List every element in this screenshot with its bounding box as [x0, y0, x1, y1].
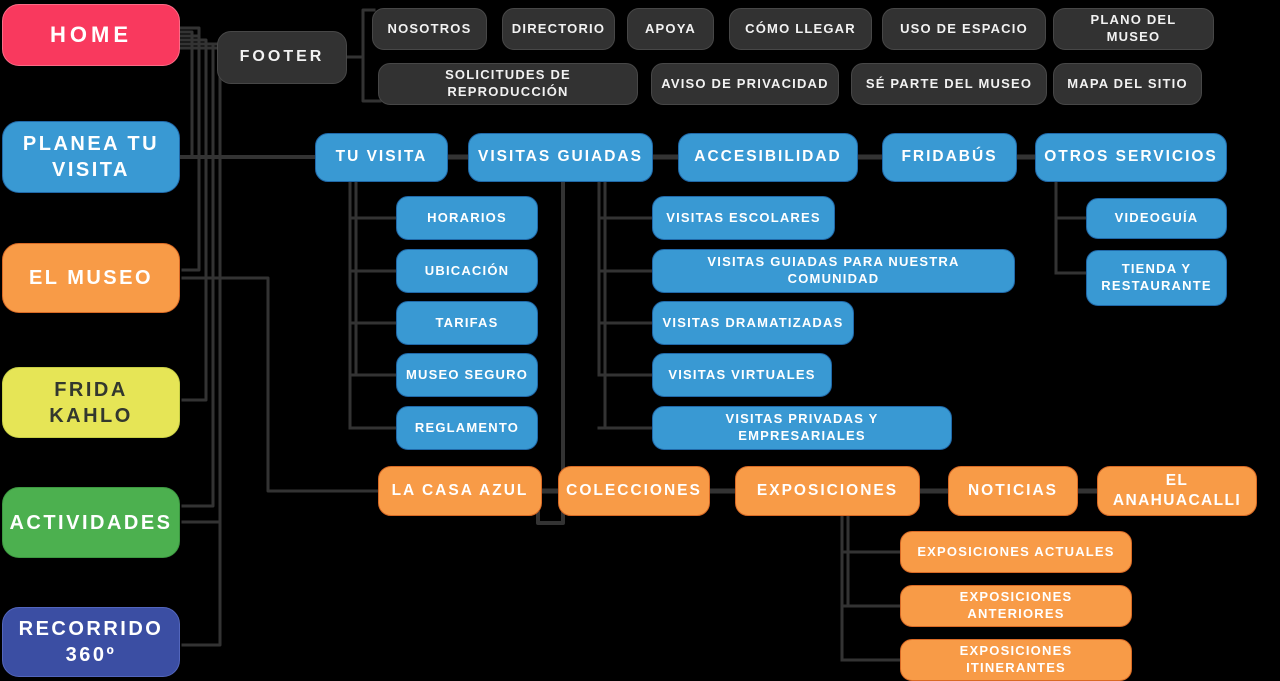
node-exposiciones-itinerantes[interactable]: EXPOSICIONES ITINERANTES — [900, 639, 1132, 681]
node-home[interactable]: HOME — [2, 4, 180, 66]
node-nosotros[interactable]: NOSOTROS — [372, 8, 487, 50]
node-exposiciones-anteriores[interactable]: EXPOSICIONES ANTERIORES — [900, 585, 1132, 627]
node-visitas-virtuales[interactable]: VISITAS VIRTUALES — [652, 353, 832, 397]
node-plano-del-museo[interactable]: PLANO DEL MUSEO — [1053, 8, 1214, 50]
node-colecciones[interactable]: COLECCIONES — [558, 466, 710, 516]
connector-visitasguiadas-casaazul — [536, 180, 565, 525]
connector-home-actividades — [179, 42, 215, 508]
node-el-anahuacalli[interactable]: EL ANAHUACALLI — [1097, 466, 1257, 516]
node-apoya[interactable]: APOYA — [627, 8, 714, 50]
connector-home-recorrido — [179, 46, 222, 647]
node-se-parte-del-museo[interactable]: SÉ PARTE DEL MUSEO — [851, 63, 1047, 105]
node-ubicacion[interactable]: UBICACIÓN — [396, 249, 538, 293]
node-exposiciones-actuales[interactable]: EXPOSICIONES ACTUALES — [900, 531, 1132, 573]
node-el-museo[interactable]: EL MUSEO — [2, 243, 180, 313]
node-mapa-del-sitio[interactable]: MAPA DEL SITIO — [1053, 63, 1202, 105]
node-recorrido-360[interactable]: RECORRIDO 360º — [2, 607, 180, 677]
node-directorio[interactable]: DIRECTORIO — [502, 8, 615, 50]
node-visitas-dramatizadas[interactable]: VISITAS DRAMATIZADAS — [652, 301, 854, 345]
node-exposiciones[interactable]: EXPOSICIONES — [735, 466, 920, 516]
node-planea-tu-visita[interactable]: PLANEA TU VISITA — [2, 121, 180, 193]
node-videoguia[interactable]: VIDEOGUÍA — [1086, 198, 1227, 239]
node-tienda-y-restaurante[interactable]: TIENDA Y RESTAURANTE — [1086, 250, 1227, 306]
node-como-llegar[interactable]: CÓMO LLEGAR — [729, 8, 872, 50]
connector-elmuseo-casaazul — [181, 276, 380, 493]
connector-tuvisita-bracket — [348, 180, 398, 430]
node-otros-servicios[interactable]: OTROS SERVICIOS — [1035, 133, 1227, 182]
node-reglamento[interactable]: REGLAMENTO — [396, 406, 538, 450]
connector-visitasguiadas-bracket — [597, 180, 654, 430]
connector-exposiciones-bracket — [840, 514, 902, 662]
node-uso-de-espacio[interactable]: USO DE ESPACIO — [882, 8, 1046, 50]
node-frida-kahlo[interactable]: FRIDA KAHLO — [2, 367, 180, 438]
node-noticias[interactable]: NOTICIAS — [948, 466, 1078, 516]
connector-home-elmuseo — [179, 34, 201, 272]
node-accesibilidad[interactable]: ACCESIBILIDAD — [678, 133, 858, 182]
node-aviso-de-privacidad[interactable]: AVISO DE PRIVACIDAD — [651, 63, 839, 105]
node-visitas-privadas-empresariales[interactable]: VISITAS PRIVADAS Y EMPRESARIALES — [652, 406, 952, 450]
connector-home-planea — [179, 30, 194, 159]
connector-otrosservicios-bracket — [1054, 180, 1088, 275]
node-museo-seguro[interactable]: MUSEO SEGURO — [396, 353, 538, 397]
node-visitas-escolares[interactable]: VISITAS ESCOLARES — [652, 196, 835, 240]
connector-footer-bracket — [345, 8, 382, 103]
node-fridabus[interactable]: FRIDABÚS — [882, 133, 1017, 182]
node-la-casa-azul[interactable]: LA CASA AZUL — [378, 466, 542, 516]
node-footer[interactable]: FOOTER — [217, 31, 347, 84]
node-tarifas[interactable]: TARIFAS — [396, 301, 538, 345]
connector-home-frida — [179, 38, 208, 402]
node-horarios[interactable]: HORARIOS — [396, 196, 538, 240]
node-solicitudes-de-reproduccion[interactable]: SOLICITUDES DE REPRODUCCIÓN — [378, 63, 638, 105]
node-visitas-guiadas[interactable]: VISITAS GUIADAS — [468, 133, 653, 182]
node-tu-visita[interactable]: TU VISITA — [315, 133, 448, 182]
node-actividades[interactable]: ACTIVIDADES — [2, 487, 180, 558]
node-visitas-guiadas-comunidad[interactable]: VISITAS GUIADAS PARA NUESTRA COMUNIDAD — [652, 249, 1015, 293]
